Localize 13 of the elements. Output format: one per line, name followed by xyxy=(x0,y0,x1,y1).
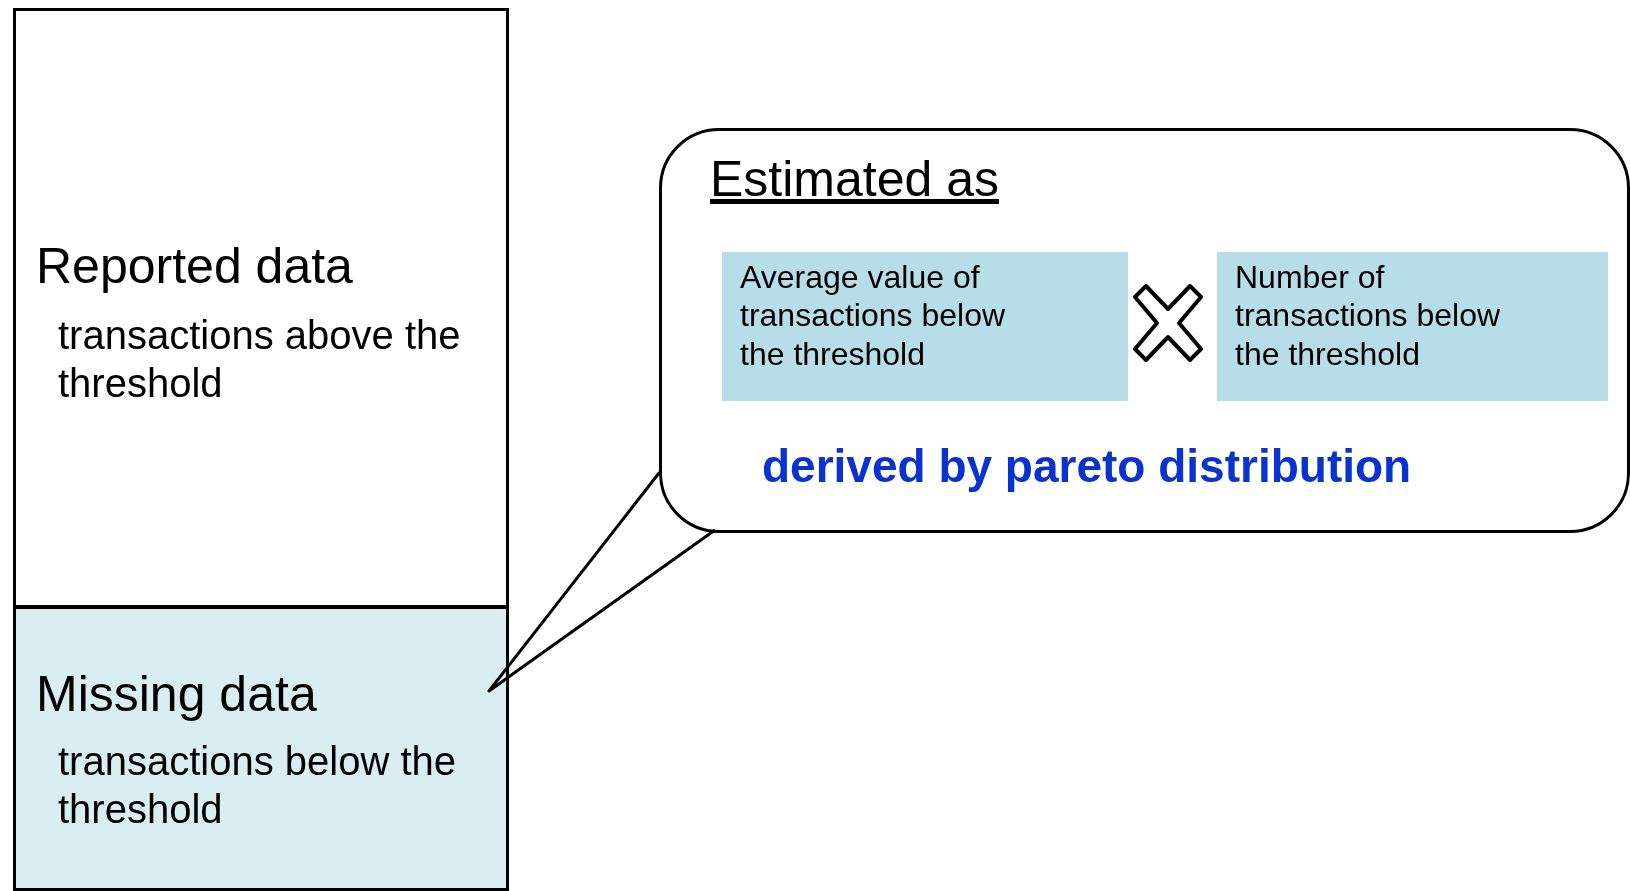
body-text: Average value of transactions below the threshold xyxy=(740,258,1007,374)
body-text: transactions below the threshold xyxy=(58,738,457,833)
callout-bubble xyxy=(659,128,1630,533)
heading-text: Missing data xyxy=(36,665,318,724)
body-text: transactions above the threshold xyxy=(58,312,462,407)
body-text: derived by pareto distribution xyxy=(762,439,1412,494)
formula-box xyxy=(722,252,1128,401)
data-section-box xyxy=(13,606,509,891)
data-section-box xyxy=(13,8,509,608)
body-text: Number of transactions below the threshold xyxy=(1235,258,1502,374)
heading-text: Estimated as xyxy=(710,150,1000,209)
formula-box xyxy=(1217,252,1608,401)
heading-text: Reported data xyxy=(36,237,354,296)
